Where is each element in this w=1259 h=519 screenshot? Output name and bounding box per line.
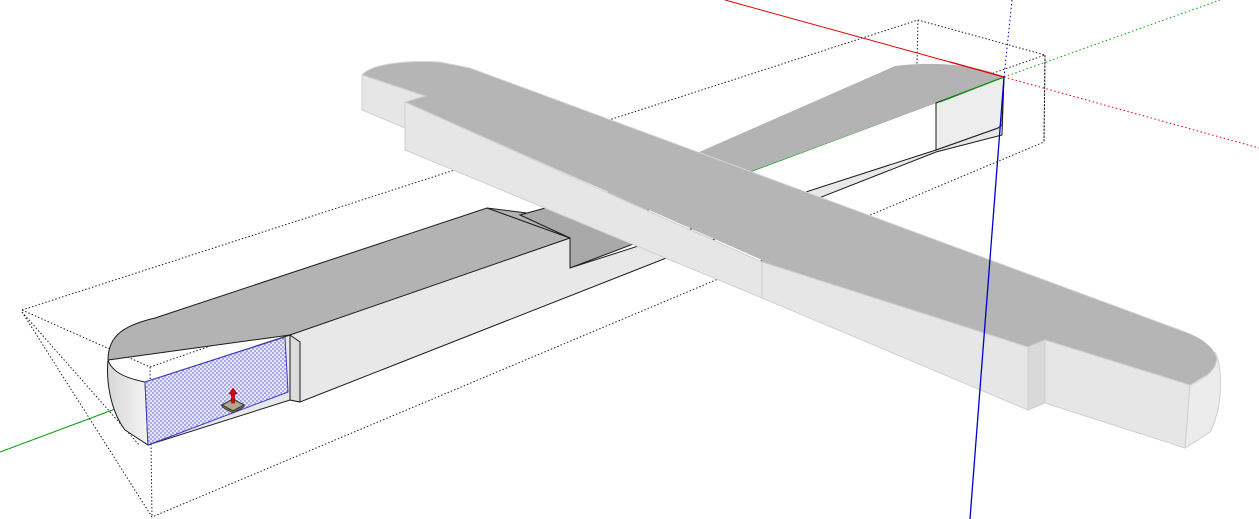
wing-top-face	[362, 61, 1217, 386]
wing-top-edge	[361, 61, 1181, 331]
x-axis-origin-segment	[949, 61, 1005, 78]
y-axis-dotted	[1003, 0, 1221, 78]
x-axis-dotted	[1003, 76, 1259, 149]
z-axis-solid	[969, 76, 1005, 519]
selected-face[interactable]	[144, 336, 289, 446]
push-pull-tool-icon	[220, 387, 246, 414]
wing-right-tip-side	[1027, 339, 1046, 411]
fuselage-front-edge-highlight	[939, 76, 1005, 103]
fuselage-step-edge	[486, 207, 571, 239]
z-axis-dotted	[1003, 0, 1013, 78]
fuselage-rounded-tail	[107, 359, 149, 446]
wing-component[interactable]	[361, 61, 1222, 449]
fuselage-rear-block	[289, 334, 301, 403]
wing-rounded-end	[1184, 351, 1222, 449]
